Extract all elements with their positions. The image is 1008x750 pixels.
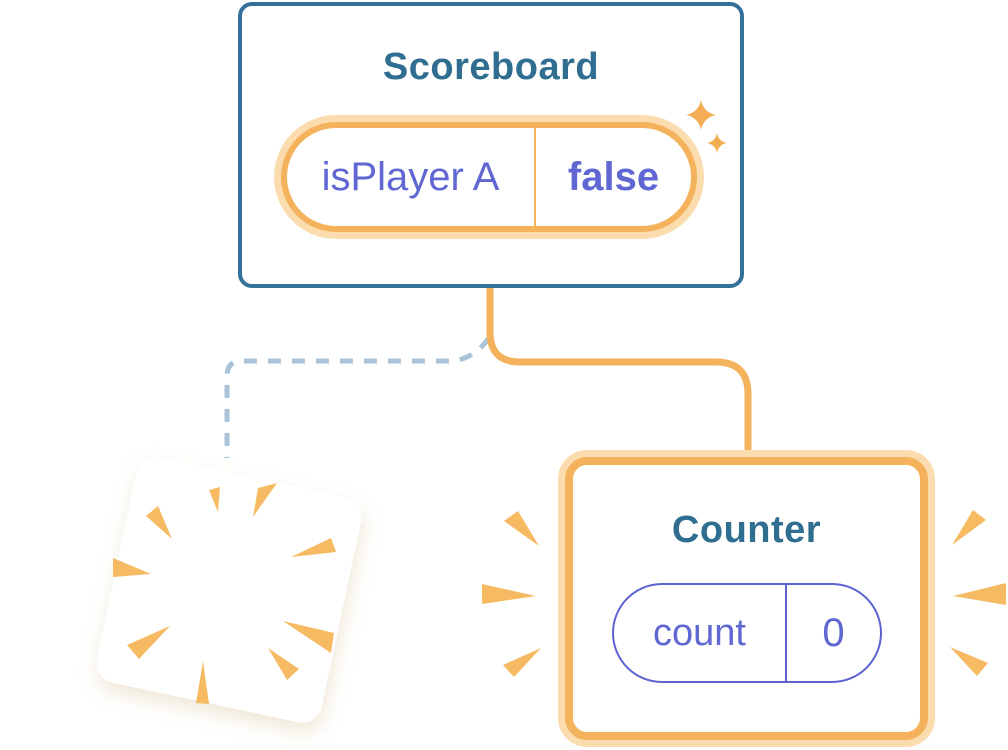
counter-title: Counter (671, 509, 822, 551)
pill-divider (785, 585, 787, 681)
dashed-connector-line (224, 336, 492, 458)
counter-state-pill: count 0 (612, 583, 882, 683)
poof-card (96, 457, 362, 723)
state-name-label: count (653, 611, 746, 654)
state-name-label: isPlayer A (321, 154, 500, 199)
poof-rays (113, 483, 336, 704)
state-value-label: false (567, 154, 660, 199)
poof-burst-icon (96, 457, 362, 723)
scoreboard-component-card: Scoreboard isPlayer A false (238, 2, 744, 288)
scoreboard-state-pill: isPlayer A false (281, 122, 697, 232)
scoreboard-title: Scoreboard (382, 46, 600, 88)
solid-connector-line (486, 284, 752, 460)
counter-component-card: Counter count 0 (565, 457, 928, 740)
state-value-label: 0 (822, 610, 845, 655)
pill-divider (534, 128, 536, 226)
